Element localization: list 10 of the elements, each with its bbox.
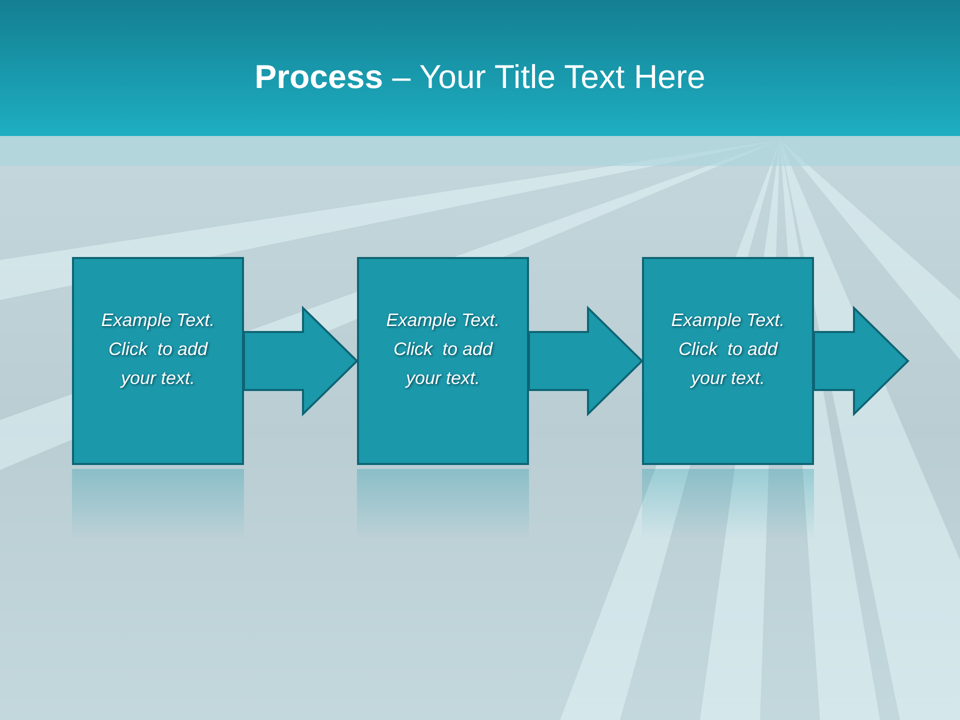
process-box bbox=[357, 257, 529, 465]
block-arrow bbox=[528, 306, 644, 416]
block-arrow bbox=[813, 306, 910, 416]
box-text: Example Text. Click to add your text. bbox=[670, 308, 786, 390]
block-arrow bbox=[243, 306, 358, 416]
box-text: Example Text. Click to add your text. bbox=[100, 308, 216, 390]
process-box bbox=[72, 257, 244, 465]
process-box bbox=[642, 257, 814, 465]
title: Process – Your Title Text Here bbox=[254, 57, 706, 97]
box-text: Example Text. Click to add your text. bbox=[385, 308, 501, 390]
